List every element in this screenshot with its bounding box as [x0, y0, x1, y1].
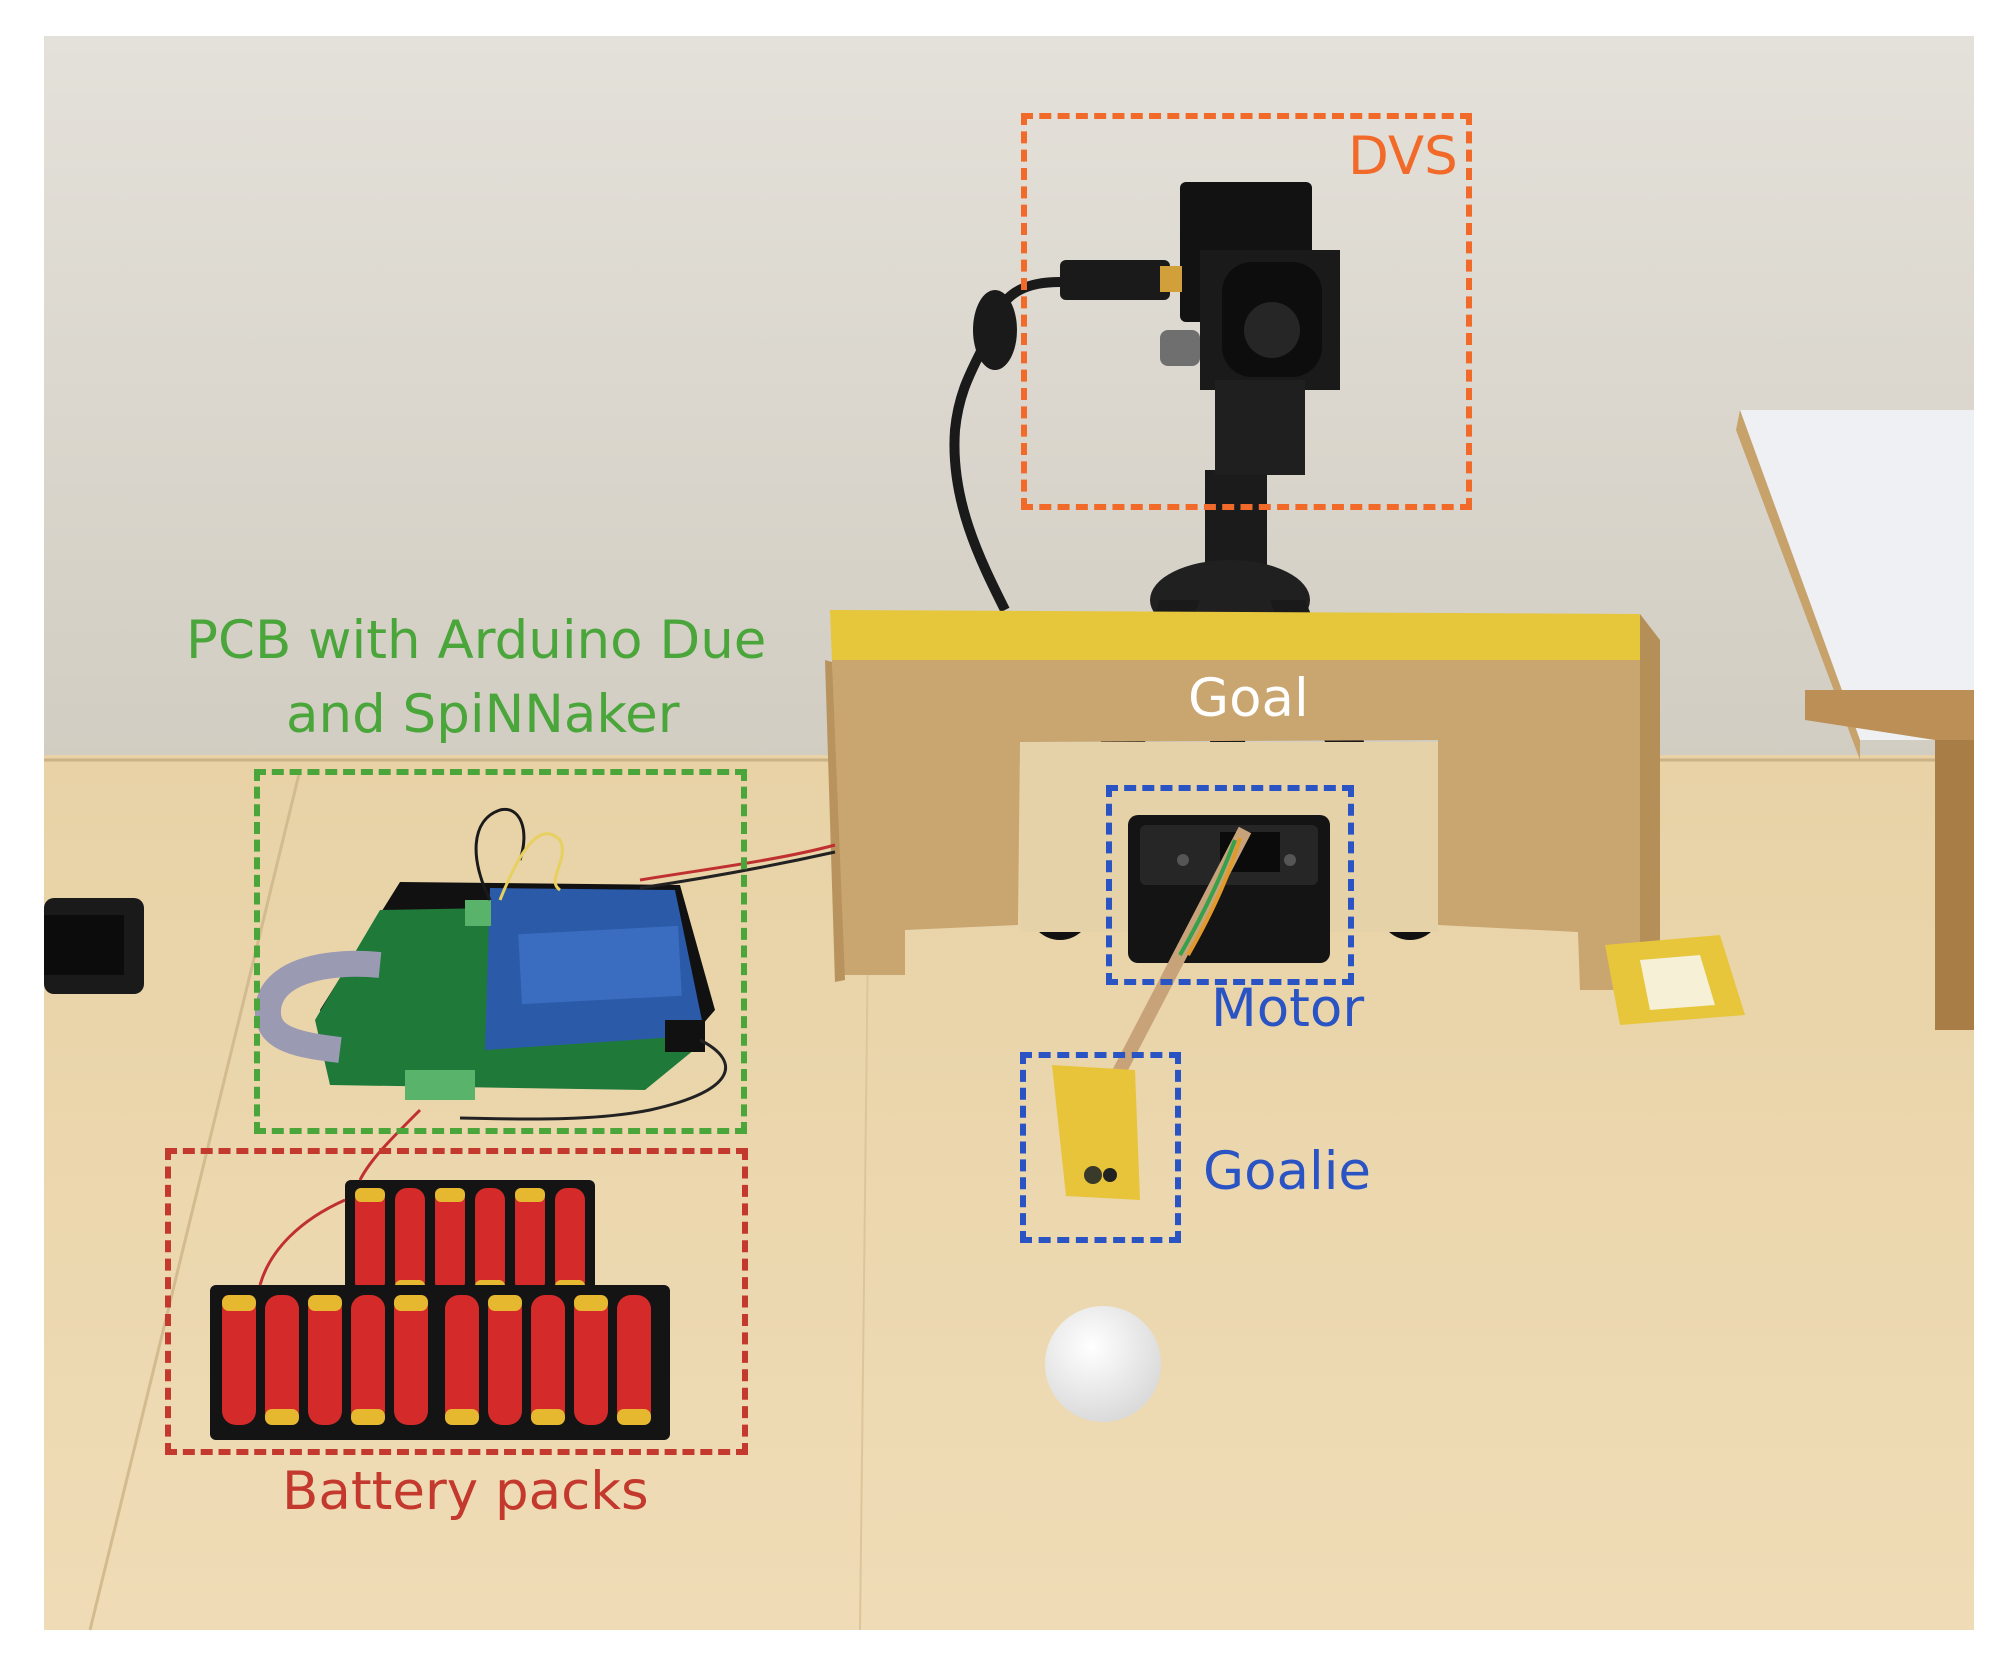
ball-icon [1045, 1306, 1161, 1422]
battery-label: Battery packs [282, 1461, 649, 1522]
battery-box [165, 1148, 748, 1455]
battery-packs [210, 1108, 670, 1440]
pcb-label-line1: PCB with Arduino Due [186, 610, 767, 671]
dvs-label: DVS [1348, 126, 1458, 187]
motor-box-outline [1106, 785, 1354, 985]
dvs-camera-icon [949, 182, 1340, 613]
goalie-box [1020, 1052, 1181, 1243]
pcb-stack [255, 807, 836, 1121]
dvs-box [1021, 113, 1472, 510]
goalie-paddle [1052, 1065, 1140, 1200]
goal-label: Goal [1188, 668, 1309, 729]
pcb-label-line2: and SpiNNaker [286, 684, 680, 745]
goalie-label: Goalie [1203, 1141, 1372, 1202]
pcb-box [254, 769, 747, 1134]
motor-label: Motor [1211, 978, 1365, 1039]
